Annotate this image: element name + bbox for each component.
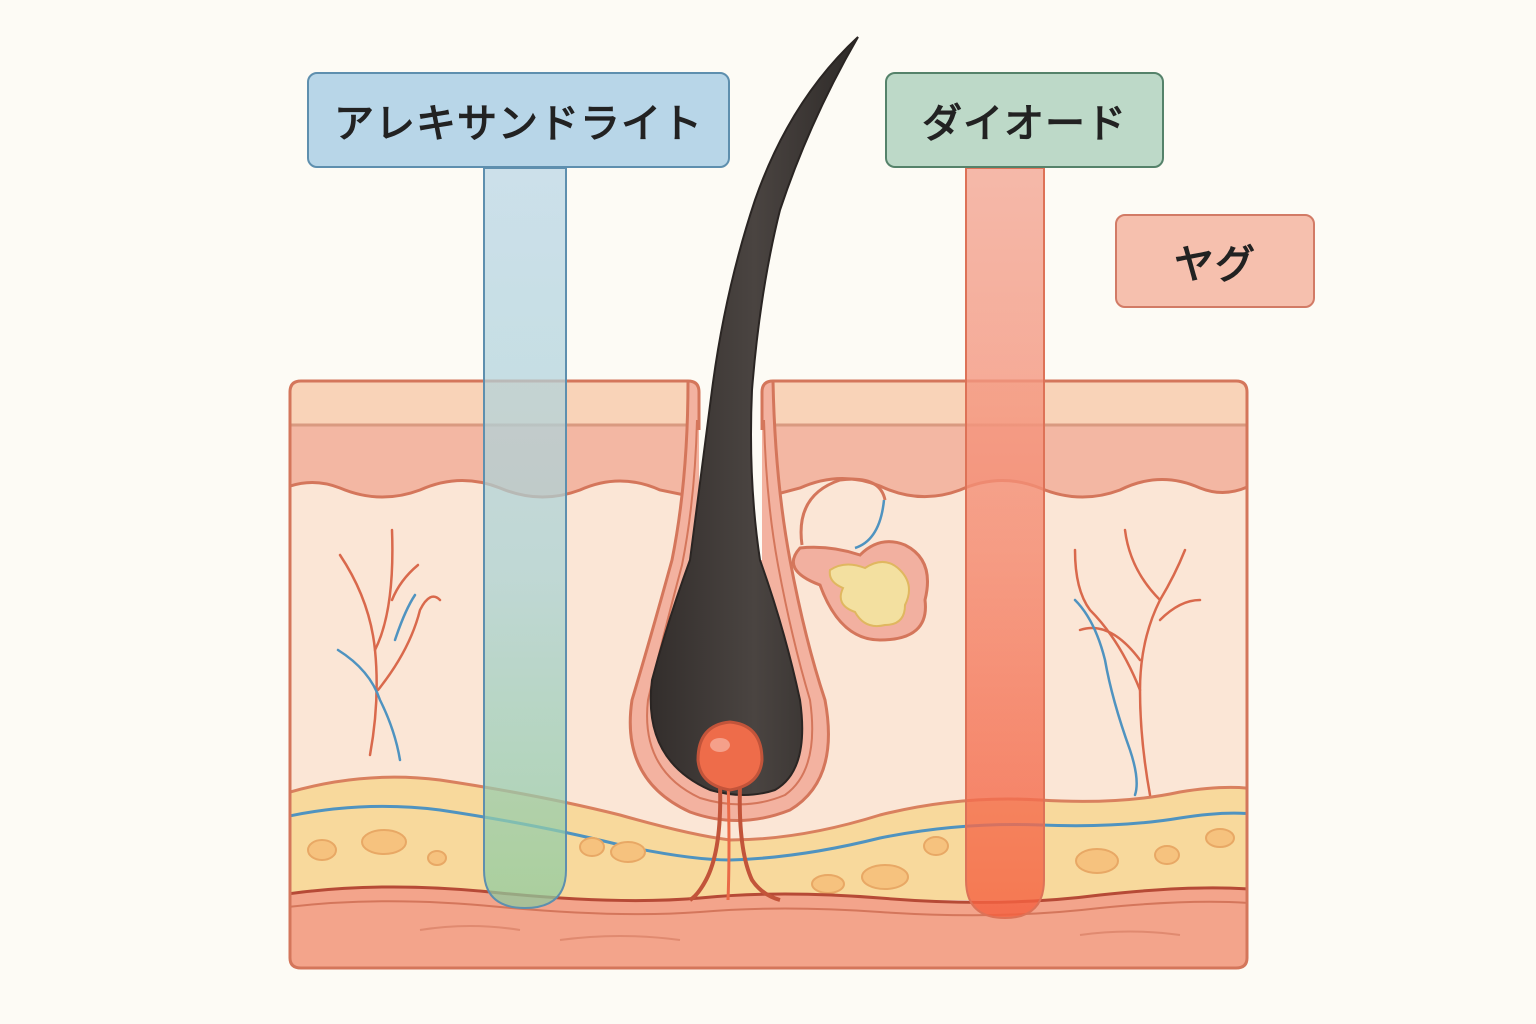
dermal-papilla bbox=[688, 720, 781, 902]
yag-label: ヤグ bbox=[1115, 214, 1315, 308]
yag-label-text: ヤグ bbox=[1174, 242, 1256, 288]
blood-vessels-right bbox=[1073, 528, 1202, 797]
diode-label: ダイオード bbox=[885, 72, 1164, 168]
sebaceous-gland bbox=[791, 477, 929, 642]
blood-vessels-left bbox=[336, 528, 442, 762]
fat-cells bbox=[307, 828, 1235, 894]
diode-laser-beam bbox=[965, 167, 1045, 920]
hair-shaft bbox=[649, 36, 859, 796]
alexandrite-label-text: アレキサンドライト bbox=[334, 101, 703, 147]
muscle-layer bbox=[290, 886, 1247, 968]
alexandrite-laser-beam bbox=[483, 167, 567, 910]
alexandrite-label: アレキサンドライト bbox=[307, 72, 730, 168]
diode-label-text: ダイオード bbox=[922, 101, 1127, 147]
